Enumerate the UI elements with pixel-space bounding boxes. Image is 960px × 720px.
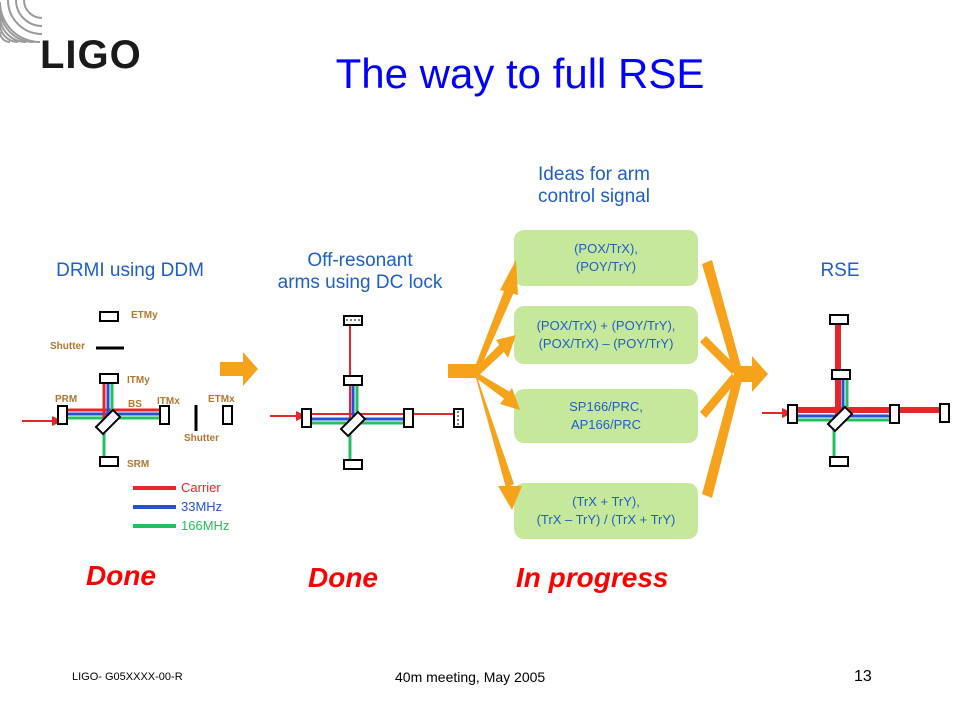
logo: LIGO xyxy=(40,33,142,77)
label-shutter-x: Shutter xyxy=(184,433,219,444)
ideas-heading-line1: Ideas for arm xyxy=(538,164,650,185)
status-ideas: In progress xyxy=(516,562,669,593)
idea-box-2-line2: (POX/TrX) – (POY/TrY) xyxy=(538,336,674,351)
idea-box-1-line1: (POX/TrX), xyxy=(574,241,638,256)
idea-box-3-line1: SP166/PRC, xyxy=(569,399,643,414)
legend-166mhz: 166MHz xyxy=(181,518,230,533)
offres-heading: Off-resonant arms using DC lock xyxy=(245,250,475,294)
offres-diagram xyxy=(270,315,464,470)
idea-box-2: (POX/TrX) + (POY/TrY), (POX/TrX) – (POY/… xyxy=(514,306,698,364)
logo-arcs-icon xyxy=(0,0,43,43)
label-shutter-y: Shutter xyxy=(50,341,85,352)
label-itmx: ITMx xyxy=(157,396,180,407)
label-prm: PRM xyxy=(55,394,78,405)
ideas-heading-line2: control signal xyxy=(538,186,650,207)
idea-box-3: SP166/PRC, AP166/PRC xyxy=(514,389,698,443)
label-bs: BS xyxy=(128,399,142,410)
page-number: 13 xyxy=(854,668,872,685)
fan-in-arrows xyxy=(700,260,768,498)
legend-33mhz: 33MHz xyxy=(181,499,223,514)
rse-heading: RSE xyxy=(820,260,860,281)
offres-heading-line1: Off-resonant xyxy=(307,250,413,271)
legend-carrier: Carrier xyxy=(181,480,221,495)
footer-center: 40m meeting, May 2005 xyxy=(395,669,546,685)
footer-left: LIGO- G05XXXX-00-R xyxy=(72,671,183,683)
idea-box-2-line1: (POX/TrX) + (POY/TrY), xyxy=(536,318,676,333)
offres-heading-line2: arms using DC lock xyxy=(277,272,443,293)
label-etmx: ETMx xyxy=(208,394,235,405)
rse-diagram xyxy=(762,314,950,467)
ideas-heading: Ideas for arm control signal xyxy=(494,164,694,208)
label-etmy: ETMy xyxy=(131,310,158,321)
idea-box-4-line2: (TrX – TrY) / (TrX + TrY) xyxy=(536,512,676,527)
idea-box-1: (POX/TrX), (POY/TrY) xyxy=(514,230,698,286)
label-srm: SRM xyxy=(127,459,150,470)
idea-box-1-line2: (POY/TrY) xyxy=(575,259,637,274)
drmi-heading: DRMI using DDM xyxy=(56,260,204,281)
label-itmy: ITMy xyxy=(127,375,150,386)
status-drmi: Done xyxy=(86,560,156,591)
drmi-diagram xyxy=(22,311,233,467)
fan-arrows xyxy=(448,260,522,510)
status-offres: Done xyxy=(308,562,378,593)
idea-box-4: (TrX + TrY), (TrX – TrY) / (TrX + TrY) xyxy=(514,483,698,539)
idea-box-3-line2: AP166/PRC xyxy=(570,417,642,432)
page-title: The way to full RSE xyxy=(335,50,705,97)
idea-box-4-line1: (TrX + TrY), xyxy=(572,494,640,509)
